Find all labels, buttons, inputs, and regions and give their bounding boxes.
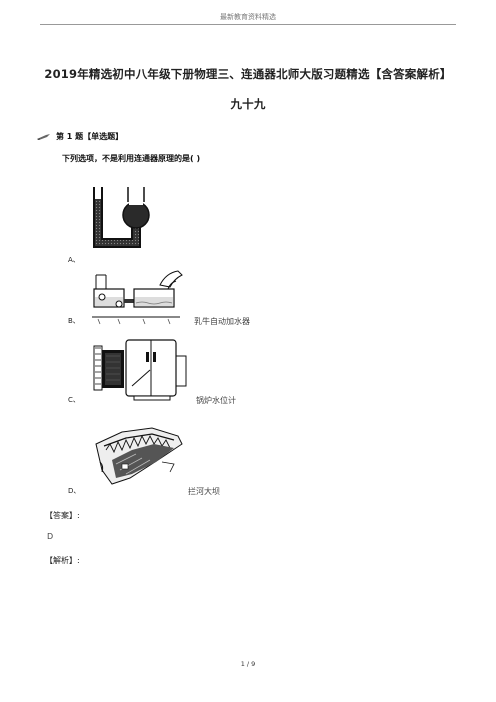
analysis-label: 【解析】: — [45, 556, 80, 565]
option-b-caption: 乳牛自动加水器 — [194, 317, 250, 326]
option-d-caption: 拦河大坝 — [188, 487, 220, 496]
option-c-label: C、 — [68, 396, 80, 404]
option-a-figure — [93, 187, 150, 248]
header-divider — [40, 24, 456, 25]
page-number: 1 / 9 — [240, 660, 256, 668]
question-heading: 第 1 题【单选题】 — [36, 131, 123, 142]
option-d-figure — [95, 427, 183, 485]
answer-value: D — [47, 532, 54, 541]
document-title-line2: 九十九 — [230, 97, 266, 111]
pen-icon — [37, 133, 50, 140]
option-c-figure — [93, 339, 187, 401]
question-stem: 下列选项，不是利用连通器原理的是( ) — [62, 154, 201, 163]
option-a-label: A、 — [68, 256, 80, 264]
option-d-label: D、 — [68, 487, 81, 495]
page-header: 最新教育资料精选 — [220, 13, 276, 21]
option-b-figure — [92, 270, 183, 325]
answer-label: 【答案】: — [45, 511, 80, 520]
question-heading-text: 第 1 题【单选题】 — [56, 132, 124, 141]
option-b-label: B、 — [68, 317, 80, 325]
option-c-caption: 锅炉水位计 — [196, 396, 236, 405]
document-title-line1: 2019年精选初中八年级下册物理三、连通器北师大版习题精选【含答案解析】 — [44, 67, 452, 81]
